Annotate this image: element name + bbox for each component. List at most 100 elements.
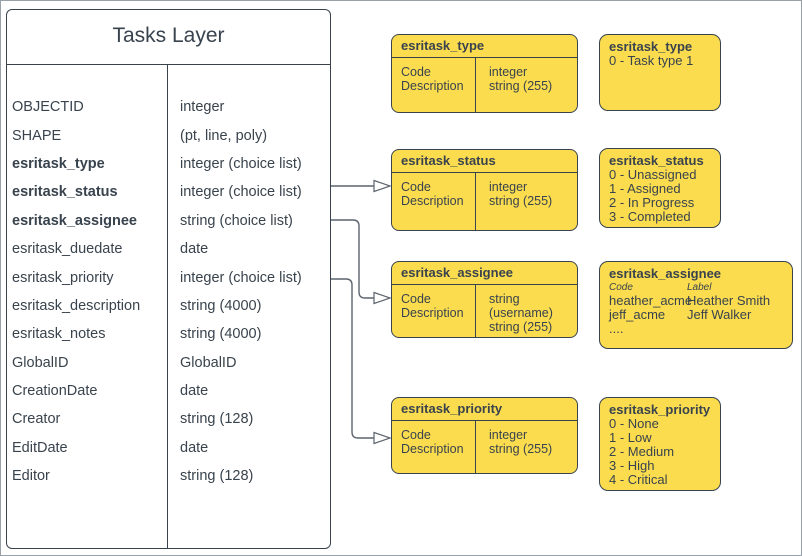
values-title: esritask_assignee (609, 266, 722, 281)
domain-cell: integer (489, 65, 528, 79)
field-name: Creator (12, 411, 61, 428)
field-name: esritask_duedate (12, 241, 123, 258)
field-type: string (choice list) (180, 212, 293, 229)
assignee-cell: heather_acme (609, 293, 693, 308)
field-type: string (4000) (180, 297, 262, 314)
field-name: SHAPE (12, 127, 62, 144)
field-type: string (128) (180, 411, 254, 428)
field-row: GlobalID GlobalID (7, 349, 330, 377)
field-type: string (128) (180, 468, 254, 485)
field-type: integer (choice list) (180, 269, 302, 286)
value-item: 3 - High (609, 458, 655, 473)
field-row: SHAPE(pt, line, poly) (7, 121, 330, 149)
field-type: integer (choice list) (180, 155, 302, 172)
domain-cell: Description (401, 194, 464, 208)
value-item: 1 - Low (609, 430, 652, 445)
domain-cell: Code (401, 65, 431, 79)
domain-cell: integer (489, 180, 528, 194)
values-title: esritask_status (609, 153, 704, 168)
field-type: GlobalID (180, 354, 237, 371)
connector-esritask-assignee (331, 219, 374, 299)
value-item: 2 - In Progress (609, 195, 695, 210)
domain-cell: Code (401, 180, 431, 194)
domain-cell: string (255) (489, 320, 553, 334)
domain-cell: string (255) (489, 194, 553, 208)
field-row: esritask_type integer (choice list) (7, 150, 330, 178)
field-name: esritask_assignee (12, 212, 137, 229)
field-type: integer (choice list) (180, 184, 302, 201)
domain-cell: Description (401, 79, 464, 93)
arrowhead-esritask-status (373, 179, 392, 193)
field-name: Editor (12, 468, 50, 485)
value-item: 4 - Critical (609, 472, 668, 487)
domain-cell: Description (401, 442, 464, 456)
domain-cell: integer (489, 428, 528, 442)
field-name: CreationDate (12, 383, 98, 400)
domain-table-title: esritask_status (392, 150, 577, 173)
table-title: Tasks Layer (7, 10, 330, 65)
domain-table-title: esritask_type (392, 35, 577, 58)
field-name: esritask_status (12, 184, 118, 201)
domain-cell: Code (401, 292, 431, 306)
connector-esritask-priority (331, 278, 374, 439)
field-row: esritask_status integer (choice list) (7, 178, 330, 206)
assignee-cell: jeff_acme (609, 307, 666, 322)
domain-table-title: esritask_priority (392, 398, 577, 421)
domain-cell: Description (401, 306, 464, 320)
arrowhead-esritask-assignee (373, 291, 392, 305)
field-name: esritask_priority (12, 269, 114, 286)
field-name: EditDate (12, 439, 68, 456)
domain-table-title: esritask_assignee (392, 262, 577, 285)
field-name: GlobalID (12, 354, 69, 371)
domain-cell: Code (401, 428, 431, 442)
assignee-cell: Jeff Walker (687, 307, 752, 322)
field-row: Creator string (128) (7, 405, 330, 433)
field-type: date (180, 439, 209, 456)
field-row: CreationDate date (7, 377, 330, 405)
field-row: esritask_notes string (4000) (7, 320, 330, 348)
field-row: esritask_assignee string (choice list) (7, 207, 330, 235)
field-type: string (4000) (180, 326, 262, 343)
field-type: date (180, 383, 209, 400)
field-name: esritask_notes (12, 326, 106, 343)
field-type: date (180, 241, 209, 258)
value-item: 0 - None (609, 416, 659, 431)
field-row: esritask_duedate date (7, 235, 330, 263)
values-items: 0 - Task type 1 (609, 54, 711, 68)
assignee-more: .... (609, 321, 624, 336)
field-name: esritask_type (12, 155, 105, 172)
values-title: esritask_priority (609, 402, 711, 417)
field-row: esritask_priority integer (choice list) (7, 263, 330, 291)
domain-cell: string (255) (489, 79, 553, 93)
value-item: 1 - Assigned (609, 181, 681, 196)
values-esritask-type: esritask_type 0 - Task type 1 (599, 34, 721, 111)
column-divider (167, 64, 168, 548)
arrowhead-esritask-priority (373, 431, 392, 445)
value-item: 0 - Task type 1 (609, 53, 694, 68)
assignee-column-header: Code (609, 282, 633, 293)
domain-cell: string (255) (489, 442, 553, 456)
values-title: esritask_type (609, 39, 693, 54)
